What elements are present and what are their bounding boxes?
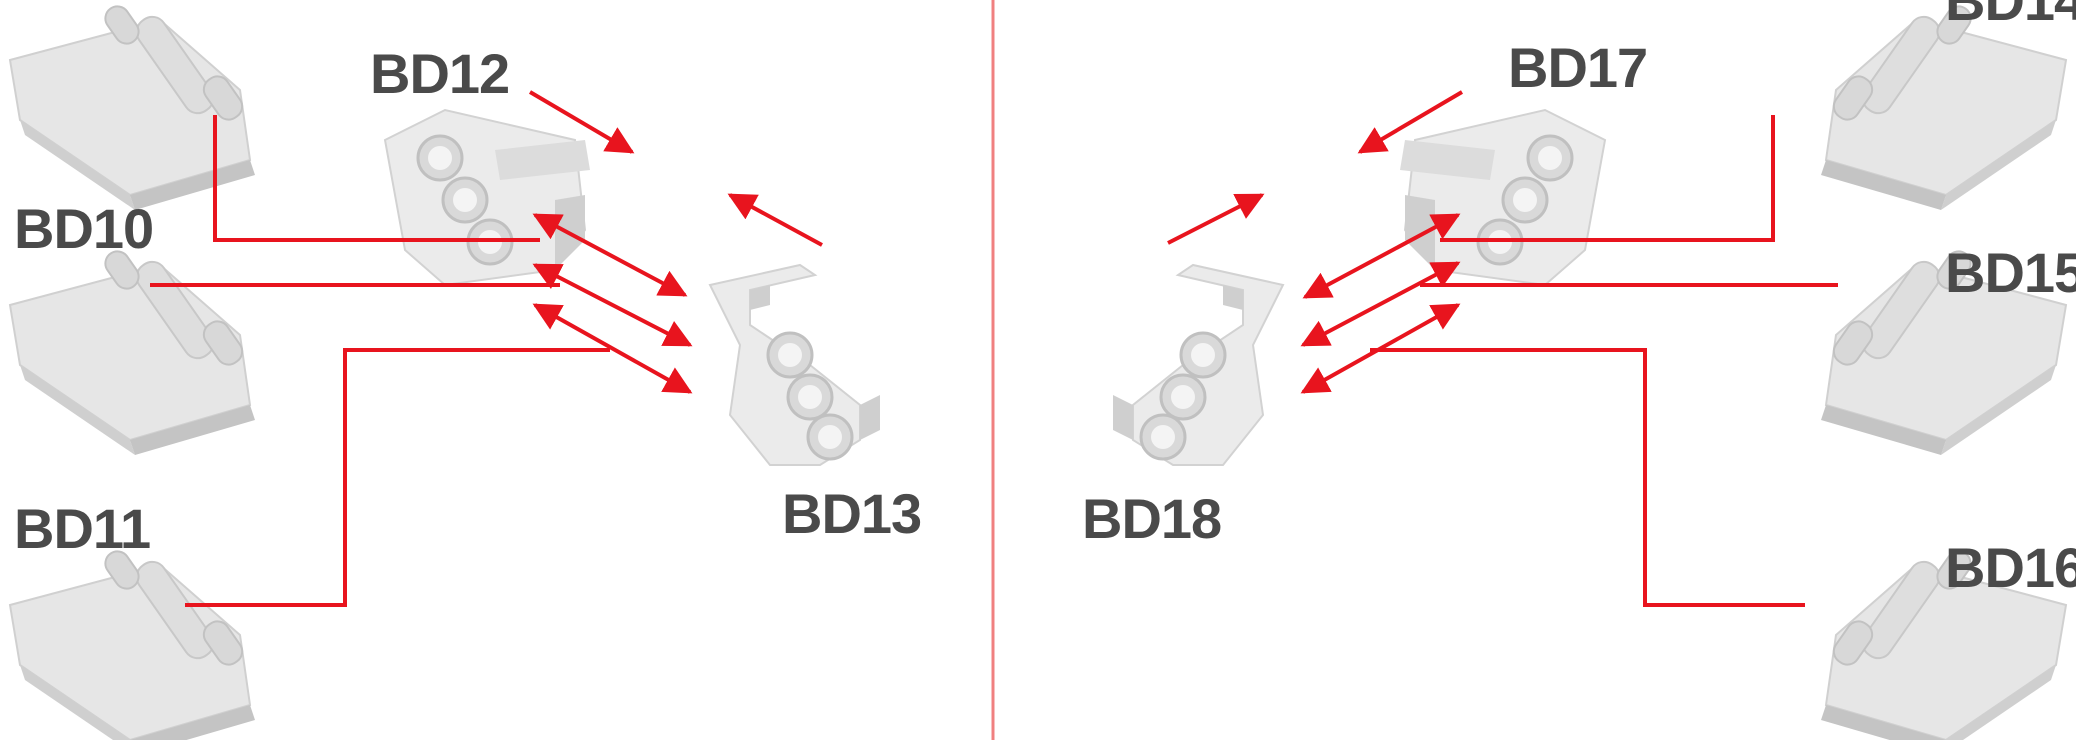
wire-right-top [1440,115,1775,242]
wire-right-bottom [1370,348,1805,607]
arrow-left-5 [532,303,693,394]
label-bd18: BD18 [1082,487,1221,550]
arrow-right-1 [1357,90,1464,154]
label-bd15: BD15 [1945,241,2076,304]
label-bd16: BD16 [1945,536,2076,599]
label-bd12: BD12 [370,42,509,105]
label-bd11: BD11 [14,497,150,560]
arrow-right-2 [1167,193,1265,245]
label-bd14: BD14 [1945,0,2076,32]
arrow-left-1 [528,90,635,154]
label-bd17: BD17 [1508,36,1647,99]
part-bd18-angle [1111,263,1285,467]
arrow-right-4 [1300,261,1461,347]
part-bd17-bracket [1398,108,1607,287]
part-bd14-flap [1820,0,2067,212]
arrow-left-4 [532,263,693,347]
label-bd13: BD13 [782,482,921,545]
arrow-left-2 [727,193,823,247]
part-bd10-flap [9,0,256,212]
part-bd11-flap [9,545,256,740]
label-bd10: BD10 [14,197,153,260]
wire-left-bottom [185,348,610,607]
wire-left-top [213,115,540,242]
part-bd13-angle [708,263,882,467]
arrow-right-5 [1300,303,1461,394]
part-bd10-flap-2 [9,245,256,456]
part-bd12-bracket [383,108,592,287]
